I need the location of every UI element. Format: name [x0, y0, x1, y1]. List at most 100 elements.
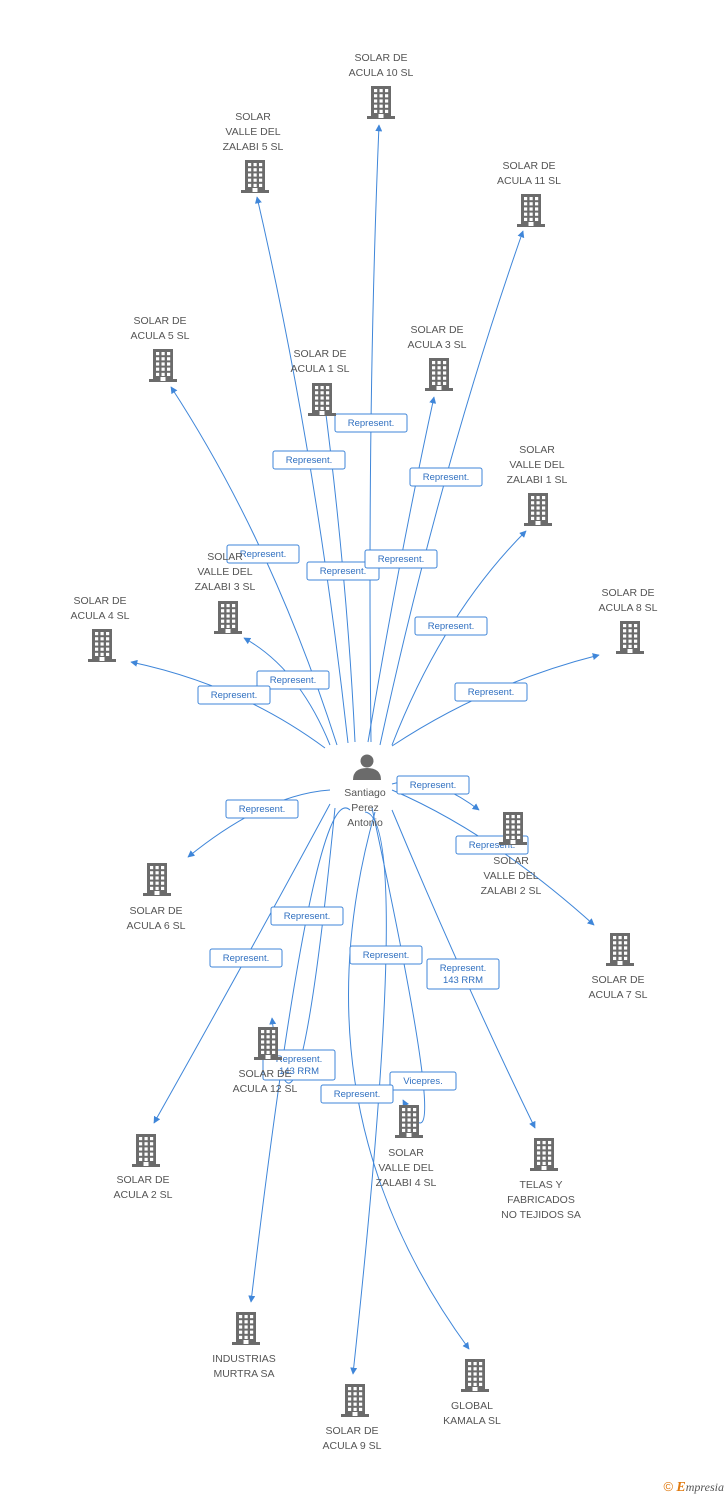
edge-label-text: Represent.	[223, 953, 269, 964]
edge-label[interactable]: Represent.	[320, 1084, 394, 1104]
company-name-line: SOLAR DE	[238, 1068, 291, 1080]
company-name-line: SOLAR DE	[129, 905, 182, 917]
edge-zalabi5	[255, 196, 349, 744]
edge-label[interactable]: Represent.	[364, 549, 438, 569]
edge-label[interactable]: Represent.	[334, 413, 408, 433]
company-name-line: SOLAR	[388, 1147, 424, 1159]
edge-label[interactable]: Represent.	[270, 906, 344, 926]
edge-label[interactable]: Represent.143 RRM	[426, 958, 500, 990]
edge-label[interactable]: Represent.	[396, 775, 470, 795]
edge-label-box	[396, 775, 470, 795]
company-name-line: ACULA 9 SL	[323, 1440, 382, 1452]
edge-label[interactable]: Represent.	[349, 945, 423, 965]
edge-label[interactable]: Represent.	[256, 670, 330, 690]
building-icon	[132, 1134, 160, 1167]
edge-label[interactable]: Represent.	[272, 450, 346, 470]
edge-label[interactable]: Vicepres.	[389, 1071, 457, 1091]
edge-acula11	[379, 230, 525, 746]
edge-label-text-line: Represent.	[363, 950, 409, 961]
brand-name: mpresia	[685, 1480, 724, 1494]
edge-label-text: Represent.143 RRM	[440, 963, 486, 986]
company-name-line: SOLAR	[207, 551, 243, 563]
edge-label-text-line: Represent.	[378, 554, 424, 565]
edge-label[interactable]: Represent.	[414, 616, 488, 636]
edge-label-box	[197, 685, 271, 705]
company-name-line: ACULA 3 SL	[408, 339, 467, 351]
edge-label[interactable]: Represent.	[306, 561, 380, 581]
edge-label[interactable]: Represent.	[225, 799, 299, 819]
company-name-line: SOLAR	[519, 444, 555, 456]
edge-label-text-line: Represent.	[240, 549, 286, 560]
company-name-line: ACULA 2 SL	[114, 1189, 173, 1201]
edge-label-text-line: 143 RRM	[443, 975, 483, 986]
company-name-line: ACULA 12 SL	[233, 1083, 298, 1095]
company-name-line: ACULA 5 SL	[131, 330, 190, 342]
edge-label-text: Represent.	[284, 911, 330, 922]
person-icon	[353, 754, 381, 780]
edge-label-box	[226, 544, 300, 564]
edge-label[interactable]: Represent.	[454, 682, 528, 702]
edge-label[interactable]: Represent.	[209, 948, 283, 968]
edge-label-text-line: Represent.	[320, 566, 366, 577]
company-node-acula12[interactable]: SOLAR DE ACULA 12 SL	[233, 1027, 298, 1095]
edge-label-box	[334, 413, 408, 433]
edge-label-text-line: Represent.	[276, 1054, 322, 1065]
edge-label-text: Represent.	[348, 418, 394, 429]
edge-label[interactable]: Represent.	[409, 467, 483, 487]
edge-label-box	[454, 682, 528, 702]
edge-label[interactable]: Represent.	[226, 544, 300, 564]
copyright-notice[interactable]: © Empresia	[663, 1479, 724, 1496]
edge-label-box	[426, 958, 500, 990]
company-name-line: SOLAR DE	[354, 52, 407, 64]
company-name-line: ACULA 4 SL	[71, 610, 130, 622]
edge-label-box	[320, 1084, 394, 1104]
edge-label[interactable]: Represent.	[197, 685, 271, 705]
building-icon	[524, 493, 552, 526]
company-name-line: ZALABI 5 SL	[223, 141, 284, 153]
edge-label-text-line: Represent.	[423, 472, 469, 483]
edge-label-text: Represent.	[286, 455, 332, 466]
company-name-line: GLOBAL	[451, 1400, 493, 1412]
company-name-line: SOLAR DE	[325, 1425, 378, 1437]
edge-label-box	[414, 616, 488, 636]
company-name-line: TELAS Y	[520, 1179, 563, 1191]
edge-label-text-line: Represent.	[286, 455, 332, 466]
brand-initial: E	[676, 1480, 686, 1495]
edge-label-text-line: Represent.	[270, 675, 316, 686]
company-name-line: ZALABI 1 SL	[507, 474, 568, 486]
building-icon	[149, 349, 177, 382]
building-icon	[395, 1105, 423, 1138]
company-name-line: VALLE DEL	[378, 1162, 433, 1174]
company-name-line: SOLAR DE	[502, 160, 555, 172]
company-name-line: VALLE DEL	[225, 126, 280, 138]
company-name-line: SOLAR DE	[591, 974, 644, 986]
building-icon	[254, 1027, 282, 1060]
edge-label-text-line: Represent.	[348, 418, 394, 429]
company-node-acula9[interactable]: SOLAR DE ACULA 9 SL	[323, 1384, 382, 1452]
